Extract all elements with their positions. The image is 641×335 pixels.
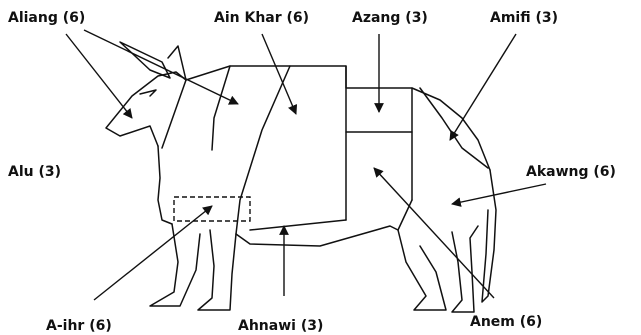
label-azang: Azang (3) [352, 10, 428, 26]
label-amifi: Amifi (3) [490, 10, 558, 26]
label-anem: Anem (6) [470, 314, 542, 330]
arrows [66, 30, 546, 300]
label-ain-khar: Ain Khar (6) [214, 10, 309, 26]
label-aliang: Aliang (6) [8, 10, 85, 26]
animal-outline [106, 42, 496, 312]
ain-khar-arrow [262, 34, 296, 114]
a-ihr-arrow [94, 206, 212, 300]
anem-arrow [374, 168, 494, 298]
aliang-arrow-1 [66, 34, 132, 118]
label-ahnawi: Ahnawi (3) [238, 318, 323, 334]
akawng-arrow [452, 184, 546, 204]
label-a-ihr: A-ihr (6) [46, 318, 112, 334]
amifi-arrow [450, 34, 516, 140]
aliang-arrow-2 [84, 30, 238, 104]
label-alu: Alu (3) [8, 164, 61, 180]
label-akawng: Akawng (6) [526, 164, 616, 180]
